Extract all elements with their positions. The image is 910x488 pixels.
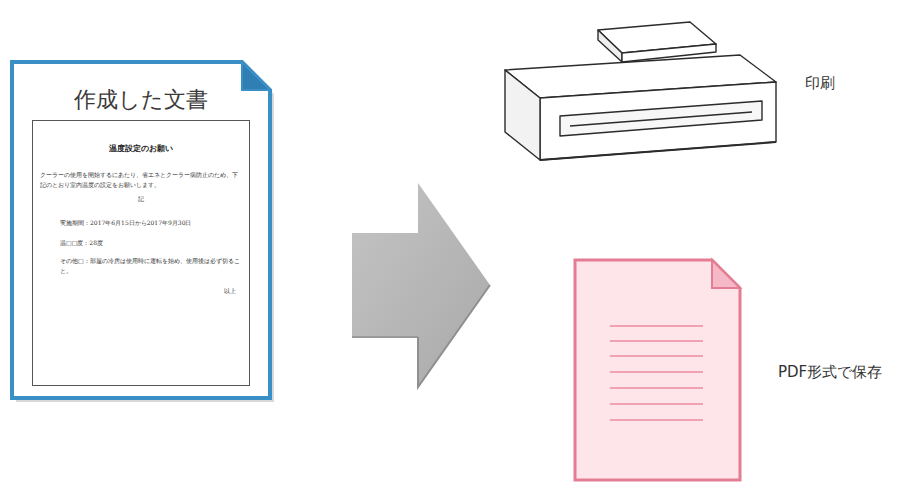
document-line: 以上 xyxy=(40,286,236,296)
printer-slot-line xyxy=(570,112,752,126)
document-fold xyxy=(242,62,270,90)
document-line: その他□：部屋の冷房は使用時に運転を始め、使用後は必ず切ること。 xyxy=(60,256,242,276)
document-node: 作成した文書温度設定のお願いクーラーの使用を開始するにあたり、省エネとクーラー病… xyxy=(10,60,272,400)
document-page: 温度設定のお願いクーラーの使用を開始するにあたり、省エネとクーラー病防止のため、… xyxy=(32,120,250,386)
printer-front xyxy=(540,82,776,160)
page-border xyxy=(33,121,250,386)
output-label: PDF形式で保存 xyxy=(778,363,882,382)
document-line: 温□□度：28度 xyxy=(60,238,240,248)
block-arrow-shade xyxy=(418,285,490,387)
block-arrow xyxy=(352,183,490,387)
output-label: 印刷 xyxy=(805,74,835,93)
printer-illustration xyxy=(505,22,776,160)
pdf-fold xyxy=(712,260,740,288)
node-heading: 温度設定のお願い xyxy=(42,142,240,155)
document-border xyxy=(12,62,270,398)
document-line: 実施期間：2017年6月15日から2017年9月30日 xyxy=(60,218,240,228)
printer-feeder-side xyxy=(598,30,622,62)
pdf-document xyxy=(575,260,740,480)
printer-slot xyxy=(560,101,762,136)
printer-base xyxy=(540,142,776,160)
block-arrow-shade xyxy=(352,336,418,338)
pdf-text-lines xyxy=(610,326,703,420)
printer-side xyxy=(505,70,540,160)
document-line: クーラーの使用を開始するにあたり、省エネとクーラー病防止のため、下記のとおり室内… xyxy=(40,170,242,190)
page-outline xyxy=(32,120,250,386)
document-line: 記 xyxy=(40,194,242,204)
pdf-page xyxy=(575,260,740,480)
node-heading: 作成した文書 xyxy=(10,82,272,117)
printer-feeder-front xyxy=(622,44,716,62)
